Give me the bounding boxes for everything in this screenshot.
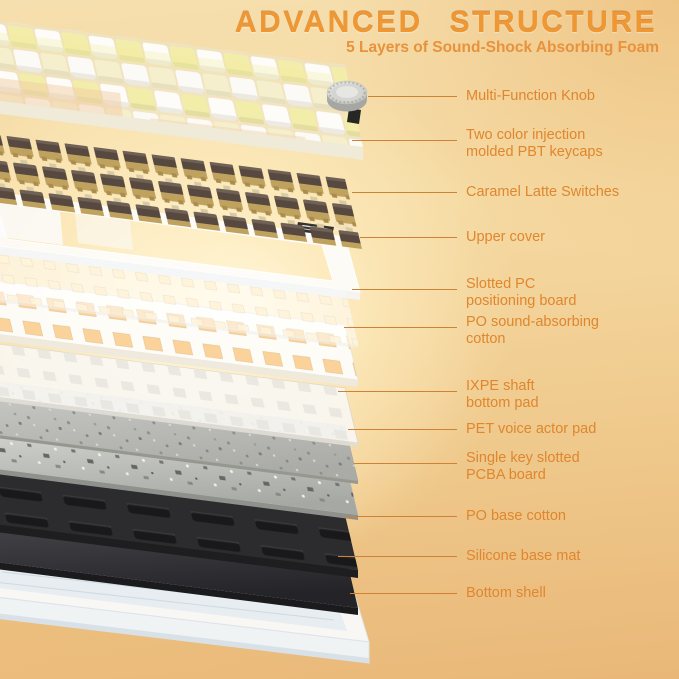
page-subtitle: 5 Layers of Sound-Shock Absorbing Foam <box>346 39 659 56</box>
leader-line-pet-pad <box>348 429 457 430</box>
label-po-base: PO base cotton <box>466 508 566 524</box>
layer-pbt-keycaps <box>0 21 363 160</box>
leader-line-bottom-shell <box>350 593 457 594</box>
leader-line-pcba <box>354 463 457 464</box>
label-bottom-shell: Bottom shell <box>466 585 546 601</box>
label-po-cotton: PO sound-absorbing cotton <box>466 314 599 347</box>
page-title: ADVANCED STRUCTURE <box>234 6 657 39</box>
label-pcba: Single key slotted PCBA board <box>466 450 580 483</box>
label-knob: Multi-Function Knob <box>466 88 595 104</box>
label-silicone: Silicone base mat <box>466 548 581 564</box>
leader-line-po-base <box>344 516 457 517</box>
label-ixpe-pad: IXPE shaft bottom pad <box>466 378 539 411</box>
leader-line-ixpe-pad <box>338 391 457 392</box>
label-switches: Caramel Latte Switches <box>466 184 620 200</box>
leader-line-knob <box>368 96 457 97</box>
label-upper-cover: Upper cover <box>466 229 545 245</box>
leader-line-silicone <box>338 556 457 557</box>
leader-line-keycaps <box>352 140 457 141</box>
leader-line-upper-cover <box>360 237 457 238</box>
multi-function-knob <box>326 80 368 124</box>
layer-pc-positioning-board <box>0 245 359 348</box>
leader-line-po-cotton <box>344 327 457 328</box>
layer-caramel-latte-switches <box>0 135 362 249</box>
label-pet-pad: PET voice actor pad <box>466 421 597 437</box>
label-keycaps: Two color injection molded PBT keycaps <box>466 127 603 160</box>
layer-ixpe-shaft-bottom-pad <box>0 343 359 447</box>
leader-line-pc-board <box>352 289 457 290</box>
label-pc-board: Slotted PC positioning board <box>466 276 577 309</box>
leader-line-switches <box>352 192 457 193</box>
